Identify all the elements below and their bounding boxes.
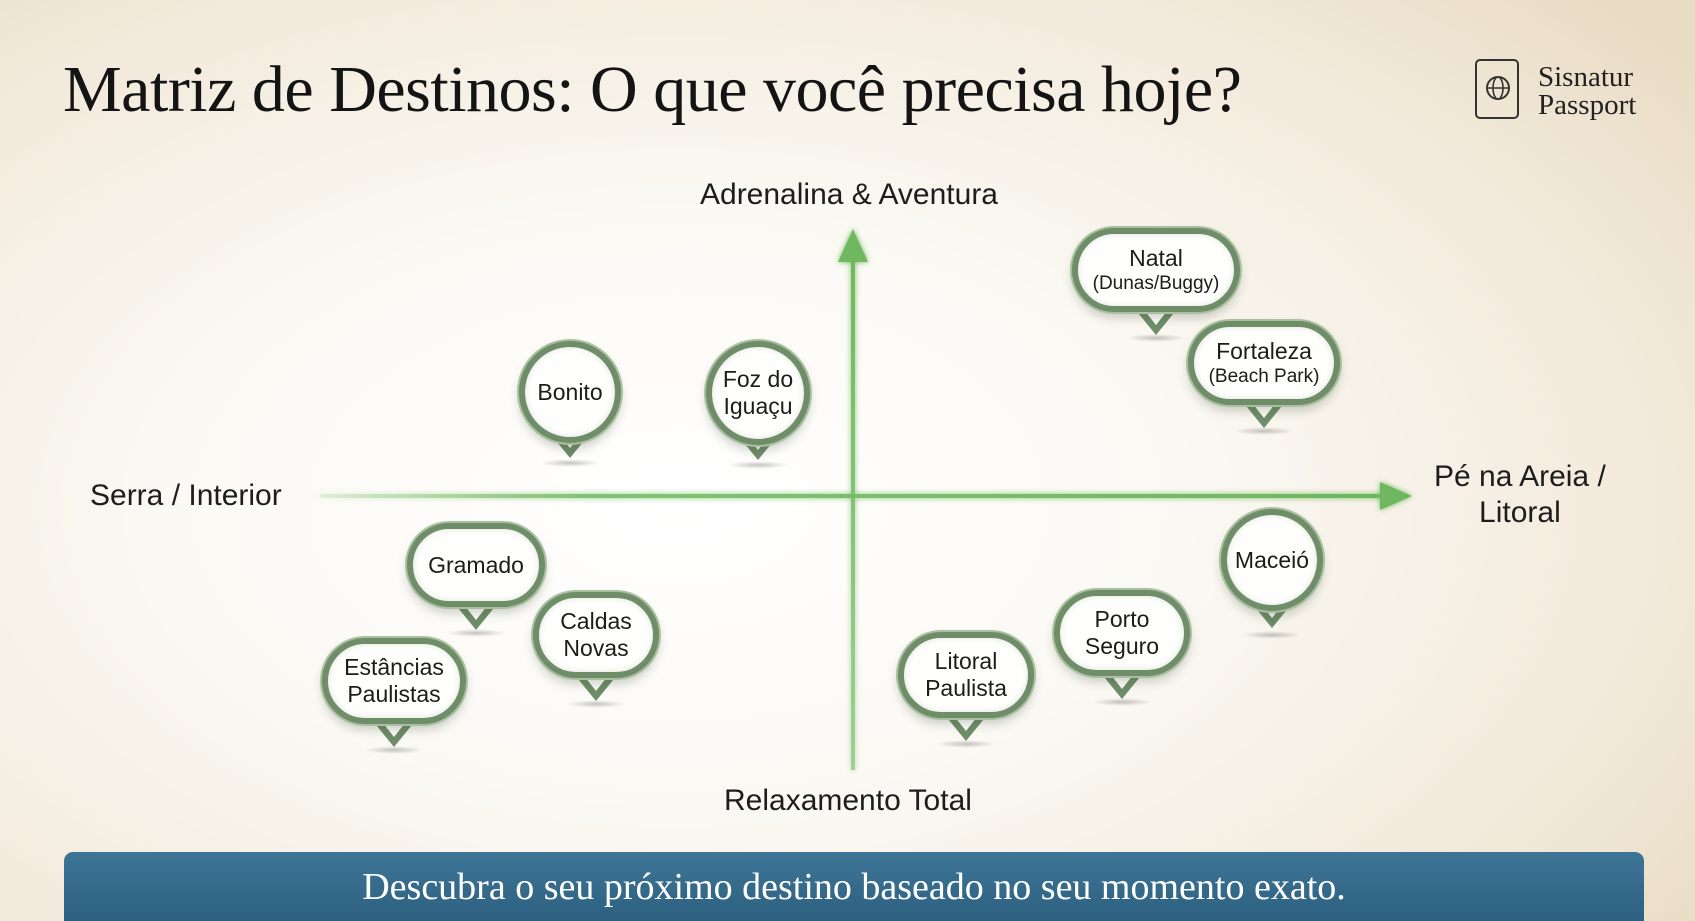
banner-text: Descubra o seu próximo destino baseado n… [362,865,1346,908]
pin-gramado[interactable]: Gramado [407,523,545,637]
pin-caldas-novas[interactable]: Caldas Novas [533,592,659,708]
pin-litoral-paulista-name: Litoral Paulista [925,648,1007,701]
pin-foz-do-iguacu-name: Foz do Iguaçu [722,366,794,419]
pin-maceio-name: Maceió [1234,546,1310,573]
horizontal-axis-arrowhead [1380,482,1412,510]
axis-label-top: Adrenalina & Aventura [700,178,998,211]
pin-bonito-name: Bonito [537,378,603,405]
brand-logo: Sisnatur Passport [1475,57,1665,123]
pin-gramado-name: Gramado [428,551,524,578]
pin-fortaleza-sub: (Beach Park) [1208,366,1320,387]
pin-estancias-paulistas[interactable]: Estâncias Paulistas [322,638,466,754]
pin-estancias-paulistas-name: Estâncias Paulistas [344,654,444,707]
axis-label-right: Pé na Areia / Litoral [1434,459,1606,531]
pin-maceio[interactable]: Maceió [1221,509,1323,639]
vertical-axis-line [851,256,855,770]
pin-natal[interactable]: Natal (Dunas/Buggy) [1072,228,1240,342]
pin-natal-sub: (Dunas/Buggy) [1092,273,1220,294]
pin-bonito[interactable]: Bonito [519,341,621,467]
axis-label-left: Serra / Interior [90,479,282,512]
brand-name-line2: Passport [1538,89,1637,121]
pin-litoral-paulista[interactable]: Litoral Paulista [898,632,1034,748]
bottom-banner: Descubra o seu próximo destino baseado n… [64,852,1644,921]
passport-globe-icon [1475,59,1519,119]
pin-porto-seguro-name: Porto Seguro [1084,606,1160,659]
vertical-axis-arrowhead [838,229,868,262]
pin-fortaleza-name: Fortaleza [1216,338,1312,364]
page-title: Matriz de Destinos: O que você precisa h… [63,53,1242,126]
pin-foz-do-iguacu[interactable]: Foz do Iguaçu [706,341,810,469]
axis-label-bottom: Relaxamento Total [724,784,972,817]
pin-natal-name: Natal [1129,245,1183,271]
pin-fortaleza[interactable]: Fortaleza (Beach Park) [1188,321,1340,435]
axis-label-right-line1: Pé na Areia / [1434,460,1606,493]
pin-porto-seguro[interactable]: Porto Seguro [1054,590,1190,706]
brand-name-line1: Sisnatur [1538,61,1634,93]
pin-caldas-novas-name: Caldas Novas [560,608,632,661]
axis-label-right-line2: Litoral [1479,496,1561,529]
